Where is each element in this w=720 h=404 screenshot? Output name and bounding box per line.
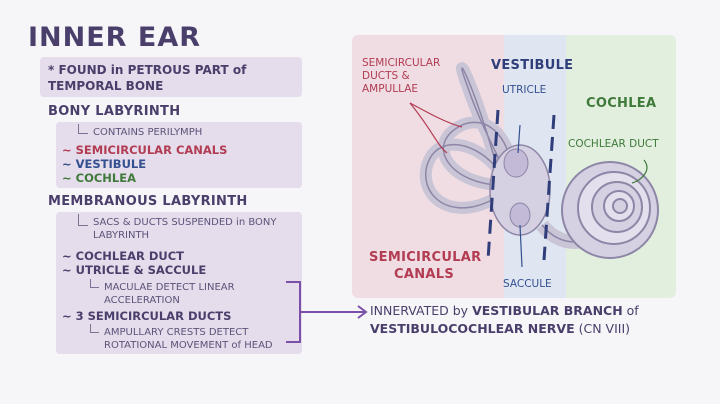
utricle-note-connector [90, 279, 99, 288]
innervation-nerve: VESTIBULOCOCHLEAR NERVE [370, 321, 575, 336]
innervation-pre: INNERVATED by [370, 303, 473, 318]
innervation-line-2: VESTIBULOCOCHLEAR NERVE (CN VIII) [370, 321, 630, 336]
membranous-labyrinth-heading: MEMBRANOUS LABYRINTH [48, 194, 248, 209]
bony-sub-connector [78, 124, 88, 134]
utricle-note: MACULAE DETECT LINEAR ACCELERATION [104, 282, 235, 306]
membranous-item-semicircular-ducts: ~ 3 SEMICIRCULAR DUCTS [62, 309, 232, 323]
innervation-line-1: INNERVATED by VESTIBULAR BRANCH of [370, 303, 639, 318]
membranous-sub: SACS & DUCTS SUSPENDED in BONY LABYRINTH [93, 217, 277, 241]
label-cochlear-duct: COCHLEAR DUCT [568, 138, 659, 150]
label-vestibule: VESTIBULE [491, 58, 574, 73]
label-utricle: UTRICLE [502, 84, 547, 96]
membranous-sub-connector [78, 214, 88, 226]
innervation-vestibular-branch: VESTIBULAR BRANCH [472, 303, 623, 318]
membranous-item-cochlear-duct: ~ COCHLEAR DUCT [62, 249, 185, 263]
label-semicircular-ducts: SEMICIRCULAR DUCTS & AMPULLAE [362, 57, 441, 95]
bony-item-semicircular-canals: ~ SEMICIRCULAR CANALS [62, 143, 228, 157]
membranous-labyrinth-panel [56, 212, 302, 354]
ducts-note: AMPULLARY CRESTS DETECT ROTATIONAL MOVEM… [104, 327, 273, 351]
innervation-post: of [622, 303, 639, 318]
label-semicircular-canals: SEMICIRCULAR CANALS [369, 250, 482, 282]
label-cochlea: COCHLEA [586, 96, 657, 111]
bony-item-cochlea: ~ COCHLEA [62, 171, 137, 185]
found-note-panel [40, 57, 302, 97]
bony-item-vestibule: ~ VESTIBULE [62, 157, 147, 171]
label-saccule: SACCULE [503, 278, 552, 290]
bony-labyrinth-panel [56, 122, 302, 188]
bony-sub: CONTAINS PERILYMPH [93, 127, 203, 138]
innervation-bracket-arrow [286, 281, 368, 343]
found-note: * FOUND in PETROUS PART of TEMPORAL BONE [48, 63, 247, 93]
bony-labyrinth-heading: BONY LABYRINTH [48, 104, 181, 119]
page-title: INNER EAR [28, 22, 202, 53]
ducts-note-connector [90, 324, 99, 333]
inner-ear-illustration [409, 62, 659, 268]
membranous-item-utricle-saccule: ~ UTRICLE & SACCULE [62, 263, 207, 277]
innervation-cn: (CN VIII) [574, 321, 631, 336]
